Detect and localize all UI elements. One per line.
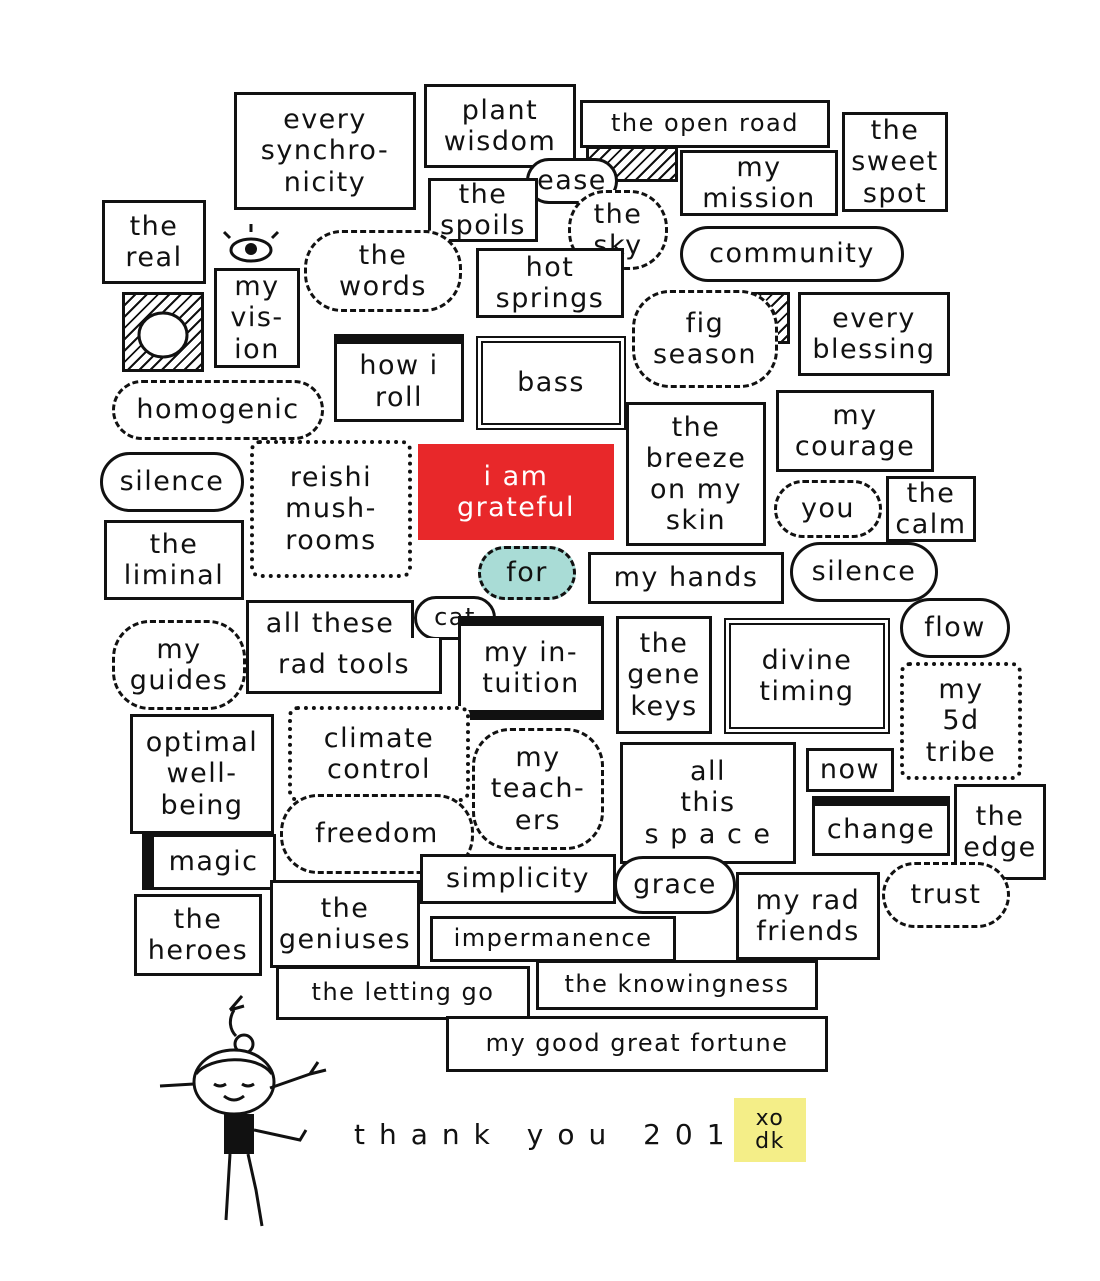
word-all-these: all these [246,600,414,644]
word-hot-springs: hot springs [476,248,624,318]
word-fig-season: fig season [632,290,778,388]
word-you: you [774,480,882,538]
thank-you-signature: thank you 2014 [354,1118,771,1151]
word-rad-tools: rad tools [246,638,442,694]
word-the-knowingness: the knowingness [536,960,818,1010]
word-my-intuition: my in- tuition [458,616,604,720]
word-my-rad-friends: my rad friends [736,872,880,960]
word-the-gene-keys: the gene keys [616,616,712,734]
word-flow: flow [900,598,1010,658]
word-now: now [806,748,894,792]
word-the-sweet-spot: the sweet spot [842,112,948,212]
word-i-am-grateful: i am grateful [418,444,614,540]
word-change: change [812,796,950,856]
word-the-heroes: the heroes [134,894,262,976]
word-the-open-road: the open road [580,100,830,148]
word-silence-right: silence [790,542,938,602]
word-the-geniuses: the geniuses [270,880,420,968]
word-my-guides: my guides [112,620,246,710]
word-reishi-mushrooms: reishi mush- rooms [250,440,412,578]
word-the-real: the real [102,200,206,284]
xo-dk-initials: xo dk [734,1098,806,1162]
word-the-calm: the calm [886,476,976,542]
word-my-5d-tribe: my 5d tribe [900,662,1022,780]
word-my-good-great-fortune: my good great fortune [446,1016,828,1072]
word-the-spoils: the spoils [428,178,538,242]
word-for: for [478,546,576,600]
word-bass: bass [476,336,626,430]
hatched-box-left [122,292,204,372]
word-every-blessing: every blessing [798,292,950,376]
word-homogenic: homogenic [112,380,324,440]
word-how-i-roll: how i roll [334,334,464,422]
word-every-synchronicity: every synchro- nicity [234,92,416,210]
word-my-mission: my mission [680,150,838,216]
word-community: community [680,226,904,282]
word-climate-control: climate control [288,706,470,802]
word-the-edge: the edge [954,784,1046,880]
word-the-liminal: the liminal [104,520,244,600]
dancing-girl-illustration [159,995,327,1227]
word-silence-left: silence [100,452,244,512]
word-my-courage: my courage [776,390,934,472]
word-my-teachers: my teach- ers [472,728,604,850]
word-plant-wisdom: plant wisdom [424,84,576,168]
word-my-vision: my vis- ion [214,268,300,368]
circle-doodle-icon [137,311,189,359]
word-the-breeze-on-my-skin: the breeze on my skin [626,402,766,546]
word-the-words: the words [304,230,462,312]
word-trust: trust [882,862,1010,928]
word-grace: grace [614,856,736,914]
word-optimal-well-being: optimal well- being [130,714,274,834]
word-all-this-space: all this s p a c e [620,742,796,864]
word-the-letting-go: the letting go [276,966,530,1020]
word-magic: magic [142,834,276,890]
word-divine-timing: divine timing [724,618,890,734]
word-my-hands: my hands [588,552,784,604]
eye-icon [222,224,280,263]
word-impermanence: impermanence [430,916,676,962]
word-simplicity: simplicity [420,854,616,904]
